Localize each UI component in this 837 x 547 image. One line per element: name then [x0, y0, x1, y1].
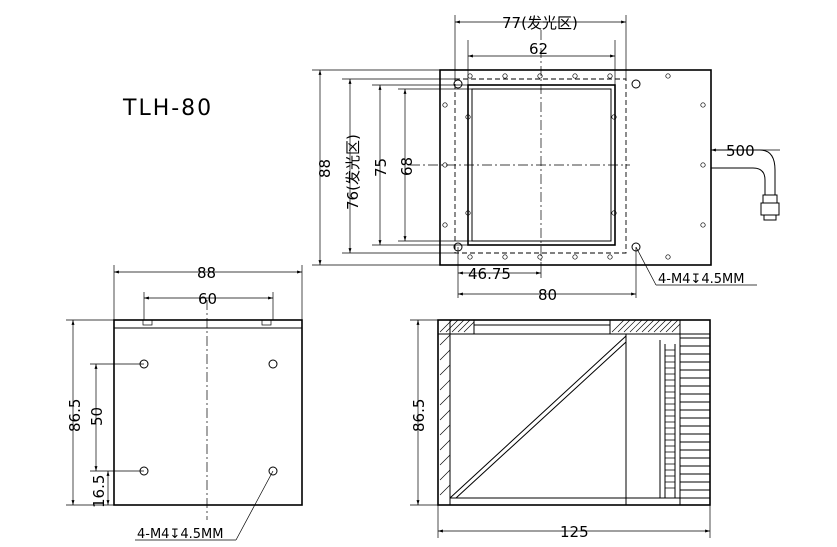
dim-cable-length: 500: [726, 142, 755, 160]
dim-emitting-width: 77(发光区): [502, 14, 578, 32]
dim-height-75: 75: [372, 158, 390, 177]
dim-offset: 46.75: [468, 265, 511, 283]
top-mounting-holes: [453, 79, 641, 252]
front-view: 88 60 86.5 50 16.5 4-M4↧4.5MM: [66, 264, 303, 542]
heat-sink-fins: [664, 337, 710, 498]
dim-hole-spacing: 80: [538, 286, 557, 304]
front-dim-hole-spacing-x: 60: [198, 290, 217, 308]
emitting-area-outline: [454, 78, 627, 254]
front-dim-height: 86.5: [66, 399, 84, 432]
dim-emitting-height: 76(发光区): [344, 134, 362, 210]
side-hatching: [439, 319, 681, 496]
front-view-outline: [113, 319, 303, 506]
model-title: TLH-80: [122, 96, 213, 121]
dim-height-overall: 88: [316, 159, 334, 178]
cable: [711, 149, 780, 221]
front-dim-width: 88: [197, 264, 216, 282]
front-mounting-holes: [139, 359, 278, 476]
top-view-outline: [439, 69, 712, 266]
dim-inner-width: 62: [529, 40, 548, 58]
front-dim-hole-offset: 16.5: [90, 475, 108, 508]
side-dim-height: 86.5: [410, 399, 428, 432]
side-dim-length: 125: [560, 523, 589, 541]
front-dim-hole-spacing-y: 50: [88, 407, 106, 426]
dim-height-68: 68: [398, 157, 416, 176]
top-view: 77(发光区) 62 88 76(发光区) 75 68 500 46.: [312, 14, 780, 304]
front-hole-callout: 4-M4↧4.5MM: [137, 527, 223, 542]
top-hole-callout: 4-M4↧4.5MM: [658, 272, 744, 287]
side-view: 86.5 125: [410, 319, 711, 541]
top-screws: [442, 73, 706, 260]
